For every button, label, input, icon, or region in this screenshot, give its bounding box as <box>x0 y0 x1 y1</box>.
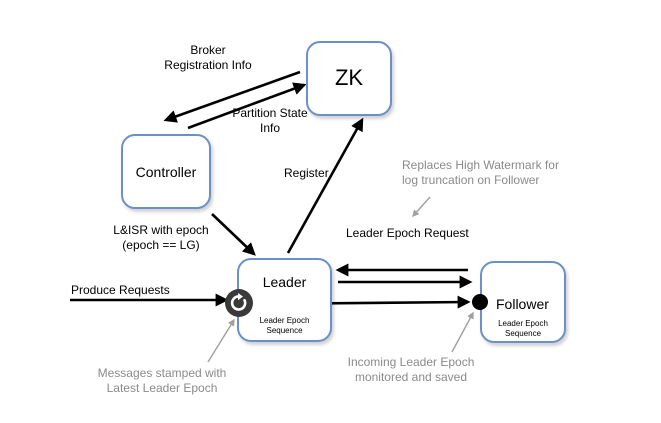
register-label: Register <box>284 166 329 180</box>
lisr-line1: L&ISR with epoch <box>113 223 209 237</box>
leader-sublabel: Leader Epoch Sequence <box>239 316 330 336</box>
leader-label: Leader <box>262 274 307 290</box>
note-arrow-incoming-epoch <box>451 311 474 353</box>
zk-node: ZK <box>306 41 392 116</box>
lisr-line2: (epoch == LG) <box>122 238 200 252</box>
leader-epoch-request-label: Leader Epoch Request <box>346 226 469 240</box>
replaces-hw-note: Replaces High Watermark for log truncati… <box>402 158 559 188</box>
leader-node: Leader Leader Epoch Sequence <box>237 258 332 342</box>
arrow-broker-registration <box>163 70 301 123</box>
partition-state-line1: Partition State <box>232 106 308 120</box>
broker-registration-line2: Registration Info <box>164 58 252 72</box>
arrow-register <box>286 117 364 254</box>
follower-sublabel: Leader Epoch Sequence <box>482 319 564 339</box>
follower-label: Follower <box>496 296 549 312</box>
broker-registration-label: Broker Registration Info <box>155 43 261 73</box>
controller-label: Controller <box>135 164 197 180</box>
zk-label: ZK <box>334 65 364 90</box>
dot-icon <box>472 294 488 310</box>
incoming-epoch-line1: Incoming Leader Epoch <box>347 355 475 369</box>
note-arrow-messages-stamped <box>207 318 235 363</box>
messages-stamped-line2: Latest Leader Epoch <box>106 381 218 395</box>
replaces-hw-line2: log truncation on Follower <box>402 173 540 187</box>
arrow-lisr <box>211 213 256 256</box>
follower-node: Follower Leader Epoch Sequence <box>480 261 566 343</box>
partition-state-label: Partition State Info <box>222 106 318 136</box>
leader-sublabel-line2: Sequence <box>266 326 303 335</box>
messages-stamped-line1: Messages stamped with <box>97 366 227 380</box>
incoming-epoch-line2: monitored and saved <box>354 370 468 384</box>
arrow-partition-state <box>187 82 307 130</box>
incoming-epoch-note: Incoming Leader Epoch monitored and save… <box>333 355 489 385</box>
lisr-label: L&ISR with epoch (epoch == LG) <box>106 223 216 253</box>
leader-sublabel-line1: Leader Epoch <box>259 316 310 325</box>
follower-sublabel-line2: Sequence <box>504 329 542 338</box>
broker-registration-line1: Broker <box>190 43 226 57</box>
controller-node: Controller <box>121 134 211 209</box>
follower-sublabel-line1: Leader Epoch <box>498 319 548 328</box>
refresh-icon <box>225 289 253 317</box>
produce-requests-label: Produce Requests <box>71 283 170 297</box>
note-arrow-replaces-hw <box>412 196 431 218</box>
messages-stamped-note: Messages stamped with Latest Leader Epoc… <box>84 366 240 396</box>
replaces-hw-line1: Replaces High Watermark for <box>402 158 559 172</box>
partition-state-line2: Info <box>259 121 280 135</box>
